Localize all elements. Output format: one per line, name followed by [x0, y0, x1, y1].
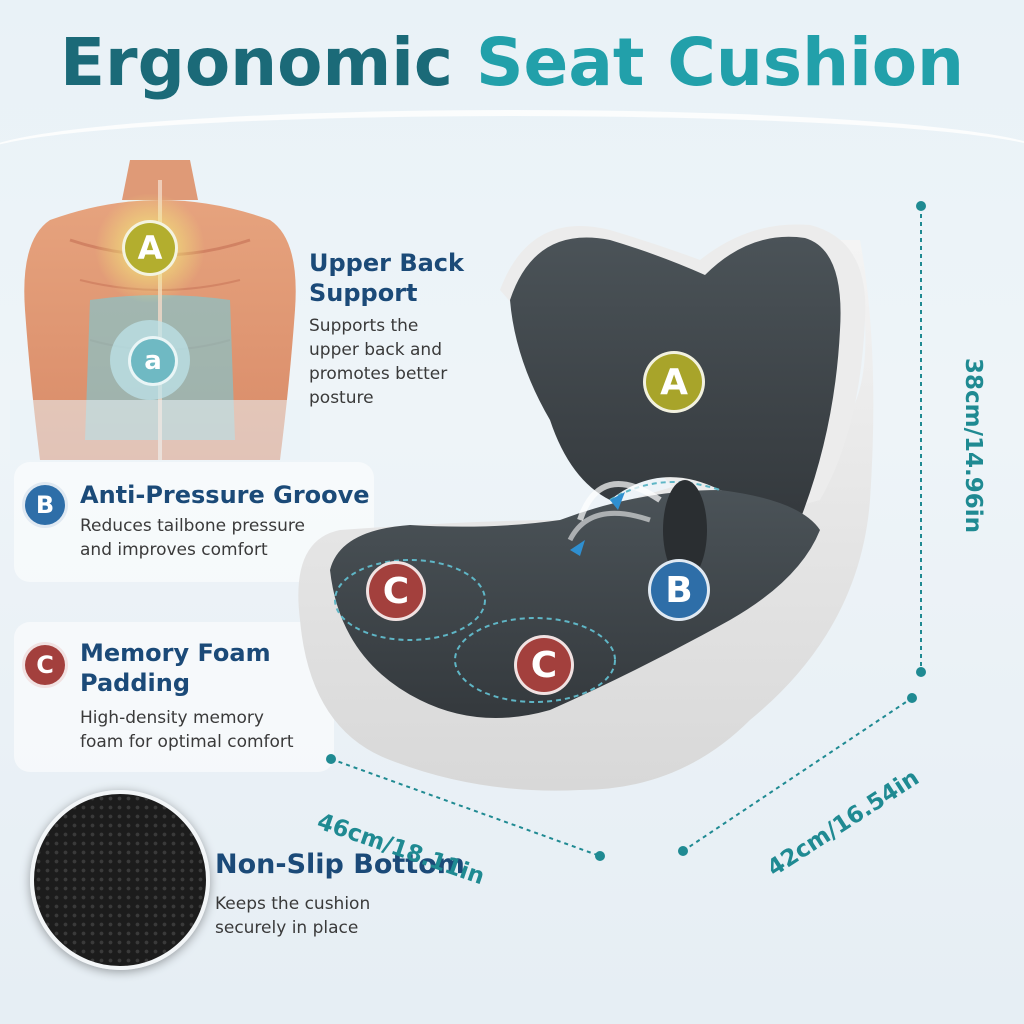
non-slip-description: Keeps the cushion securely in place	[215, 892, 370, 940]
non-slip-desc-line1: Keeps the cushion	[215, 894, 371, 914]
figure-badge-a-lower: a	[128, 336, 178, 386]
anti-pressure-desc-line1: Reduces tailbone pressure	[80, 516, 305, 536]
upper-back-desc-line2: upper back and	[309, 340, 442, 360]
upper-back-heading-line2: Support	[309, 279, 418, 307]
upper-back-desc-line3: promotes better	[309, 364, 448, 384]
header-swoosh	[0, 110, 1024, 200]
memory-foam-badge: C	[22, 642, 68, 688]
upper-back-heading: Upper Back Support	[309, 248, 464, 308]
non-slip-mesh-image	[30, 790, 210, 970]
non-slip-desc-line2: securely in place	[215, 918, 359, 938]
upper-back-description: Supports the upper back and promotes bet…	[309, 314, 447, 410]
memory-foam-heading-line2: Padding	[80, 669, 190, 697]
memory-foam-desc-line2: foam for optimal comfort	[80, 732, 294, 752]
human-back-illustration	[10, 160, 310, 460]
dimension-height: 38cm/14.96in	[960, 358, 986, 534]
memory-foam-heading: Memory Foam Padding	[80, 638, 271, 698]
page-title: Ergonomic Seat Cushion	[0, 30, 1024, 96]
anti-pressure-heading: Anti-Pressure Groove	[80, 481, 370, 509]
seat-cushion-illustration	[298, 224, 874, 791]
cushion-badge-c-left: C	[366, 561, 426, 621]
cushion-badge-a: A	[643, 351, 705, 413]
memory-foam-desc-line1: High-density memory	[80, 708, 264, 728]
cushion-badge-c-right: C	[514, 635, 574, 695]
anti-pressure-desc-line2: and improves comfort	[80, 540, 268, 560]
upper-back-heading-line1: Upper Back	[309, 249, 464, 277]
cushion-badge-b: B	[648, 559, 710, 621]
title-word-ergonomic: Ergonomic	[59, 24, 454, 101]
title-word-seat-cushion: Seat Cushion	[476, 24, 965, 101]
anti-pressure-badge: B	[22, 482, 68, 528]
upper-back-desc-line4: posture	[309, 388, 374, 408]
anti-pressure-description: Reduces tailbone pressure and improves c…	[80, 514, 305, 562]
memory-foam-description: High-density memory foam for optimal com…	[80, 706, 294, 754]
memory-foam-heading-line1: Memory Foam	[80, 639, 271, 667]
figure-badge-a: A	[122, 220, 178, 276]
upper-back-desc-line1: Supports the	[309, 316, 419, 336]
memory-foam-panel	[14, 622, 334, 772]
